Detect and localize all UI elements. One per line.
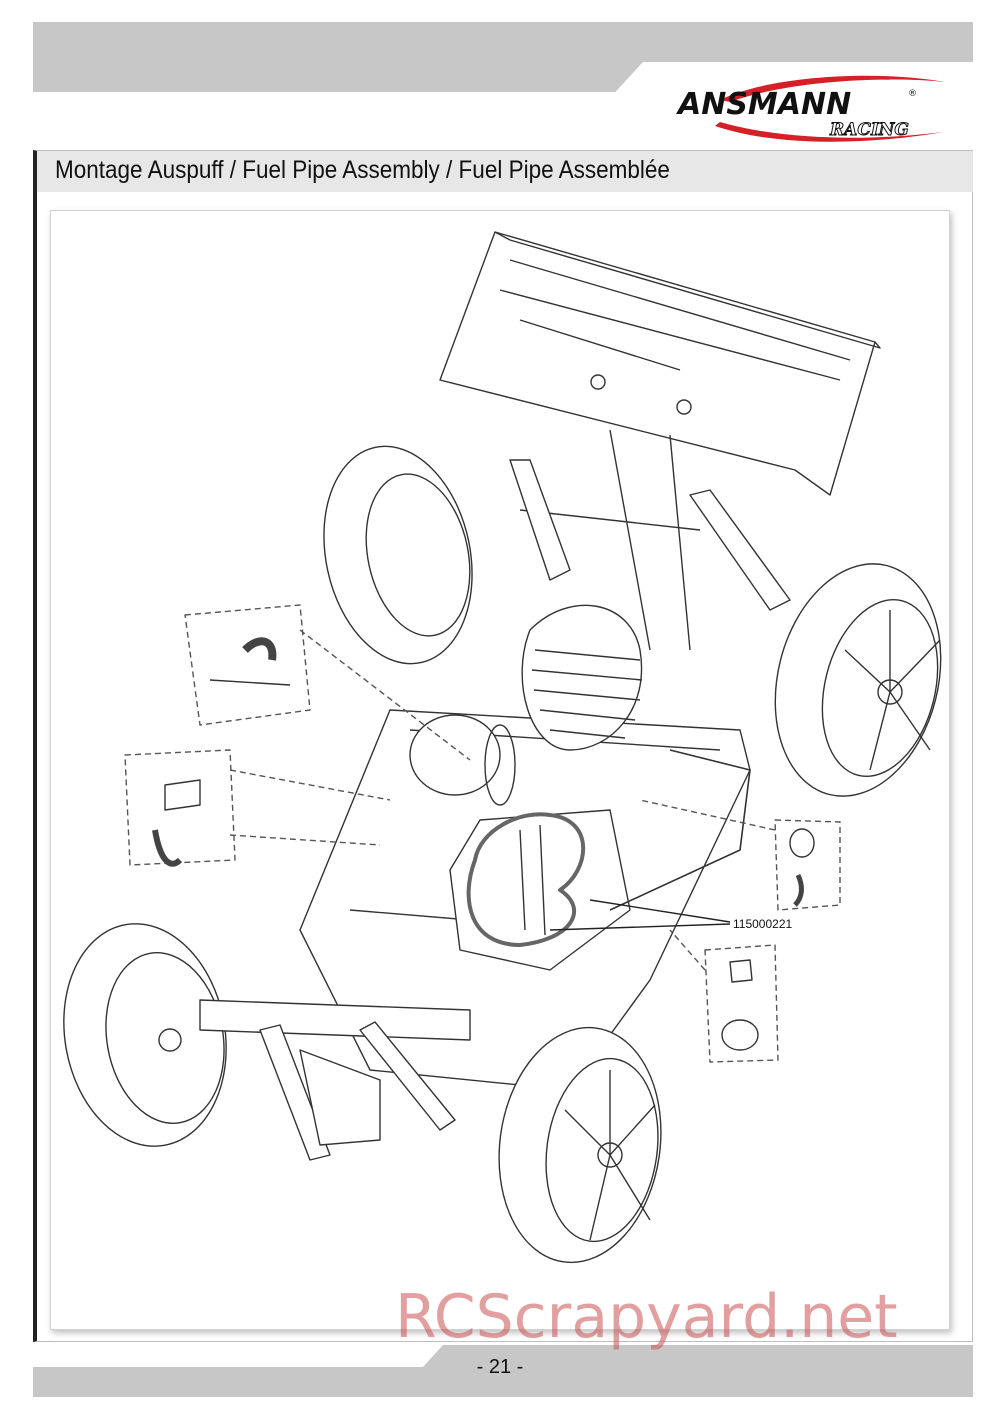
top-banner: [33, 22, 973, 92]
engine-icon: [409, 604, 643, 806]
part-number-label: 115000221: [733, 917, 793, 931]
buggy-assembly-diagram: [63, 231, 942, 1264]
registered-mark: ®: [908, 89, 917, 99]
brand-swoosh-icon: ANSMANN ® RACING: [676, 75, 945, 142]
section-title-bar: Montage Auspuff / Fuel Pipe Assembly / F…: [33, 150, 973, 192]
brand-name: ANSMANN: [676, 87, 851, 122]
page-number: - 21 -: [476, 1356, 524, 1378]
content-frame: [33, 192, 973, 1342]
rear-right-tire-icon: [774, 563, 942, 797]
bottom-banner: [33, 1345, 973, 1397]
fuel-tank-icon: [449, 809, 631, 971]
section-title: Montage Auspuff / Fuel Pipe Assembly / F…: [55, 156, 670, 184]
brand-sub: RACING: [829, 120, 909, 140]
rear-wing-icon: [439, 231, 881, 496]
detail-callout-right-bottom: [669, 929, 779, 1063]
detail-callout-left-bottom: [124, 749, 391, 866]
detail-callout-left-top: [184, 604, 471, 761]
front-left-tire-icon: [63, 923, 227, 1147]
rear-left-tire-icon: [323, 445, 473, 665]
watermark: RCScrapyard.net: [395, 1282, 898, 1352]
brand-logo: ANSMANN ® RACING: [660, 70, 950, 145]
detail-callout-right-top: [639, 799, 841, 911]
front-right-tire-icon: [498, 1026, 662, 1264]
